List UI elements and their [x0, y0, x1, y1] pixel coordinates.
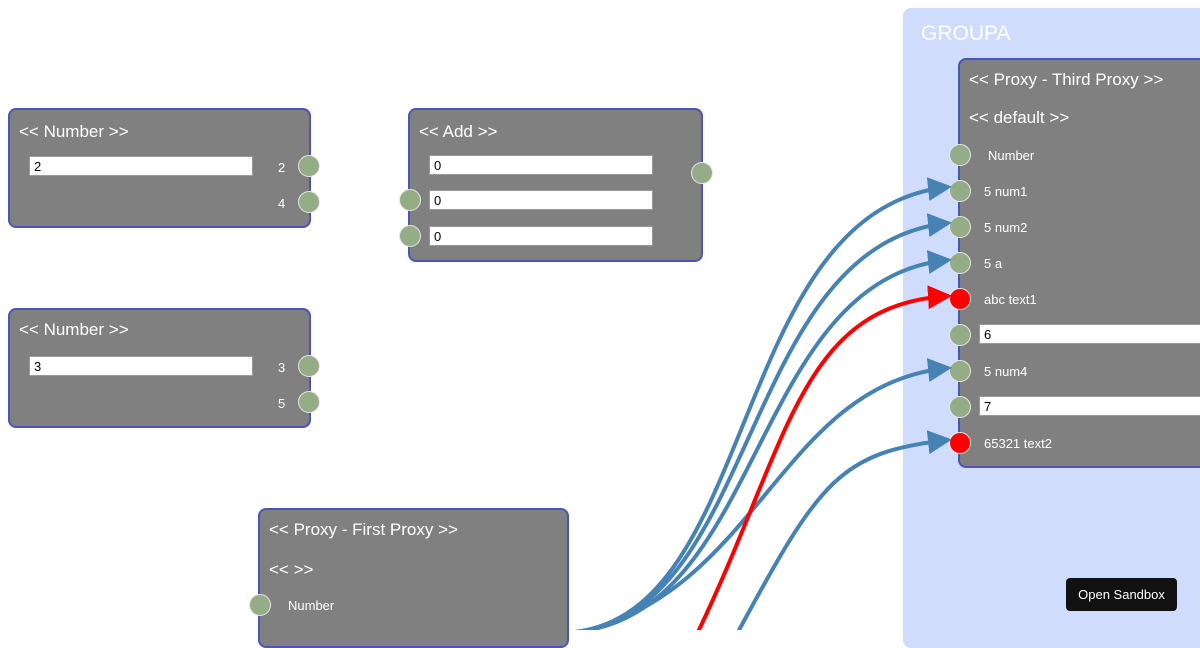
port-label: 5 num2 [984, 220, 1028, 235]
port-label: abc text1 [984, 292, 1037, 307]
input-port[interactable] [949, 144, 971, 166]
add-node[interactable]: << Add >> [399, 108, 713, 262]
output-label: 5 [278, 396, 286, 411]
number-node-2[interactable]: << Number >> 3 5 [8, 308, 320, 428]
edge[interactable] [574, 213, 952, 630]
node-subtitle: << >> [269, 560, 314, 579]
output-label: 2 [278, 160, 286, 175]
input-port[interactable] [399, 225, 421, 247]
error-input-port[interactable] [949, 432, 971, 454]
port-label: 5 num4 [984, 364, 1028, 379]
output-port[interactable] [298, 191, 320, 213]
add-input-3[interactable] [429, 226, 653, 246]
proxy-input[interactable] [979, 324, 1200, 344]
add-input-2[interactable] [429, 190, 653, 210]
port-label: Number [988, 148, 1035, 163]
node-title: << Number >> [19, 122, 129, 141]
node-title: << Proxy - Third Proxy >> [969, 70, 1164, 89]
third-proxy-node[interactable]: << Proxy - Third Proxy >> << default >> … [949, 58, 1200, 468]
output-label: 4 [278, 196, 286, 211]
output-port[interactable] [691, 162, 713, 184]
add-input-1[interactable] [429, 155, 653, 175]
number-node-1[interactable]: << Number >> 2 4 [8, 108, 320, 228]
output-port[interactable] [298, 355, 320, 377]
output-label: 3 [278, 360, 286, 375]
input-port[interactable] [949, 252, 971, 274]
number-input[interactable] [29, 156, 253, 176]
port-label: 5 a [984, 256, 1003, 271]
input-port[interactable] [949, 216, 971, 238]
node-title: << Proxy - First Proxy >> [269, 520, 458, 539]
output-port[interactable] [298, 155, 320, 177]
node-subtitle: << default >> [969, 108, 1070, 127]
port-label: 65321 text2 [984, 436, 1052, 451]
open-sandbox-button[interactable]: Open Sandbox [1066, 578, 1177, 611]
node-title: << Add >> [419, 122, 498, 141]
port-label: Number [288, 598, 335, 613]
output-port[interactable] [298, 391, 320, 413]
first-proxy-node[interactable]: << Proxy - First Proxy >> << >> Number [249, 508, 569, 648]
port-label: 5 num1 [984, 184, 1028, 199]
edge[interactable] [574, 250, 952, 630]
proxy-input[interactable] [979, 396, 1200, 416]
input-port[interactable] [949, 324, 971, 346]
input-port[interactable] [949, 360, 971, 382]
input-port[interactable] [399, 189, 421, 211]
input-port[interactable] [249, 594, 271, 616]
input-port[interactable] [949, 396, 971, 418]
error-input-port[interactable] [949, 288, 971, 310]
input-port[interactable] [949, 180, 971, 202]
group-title: GROUPA [921, 22, 1011, 45]
node-title: << Number >> [19, 320, 129, 339]
number-input[interactable] [29, 356, 253, 376]
edge[interactable] [579, 358, 952, 630]
